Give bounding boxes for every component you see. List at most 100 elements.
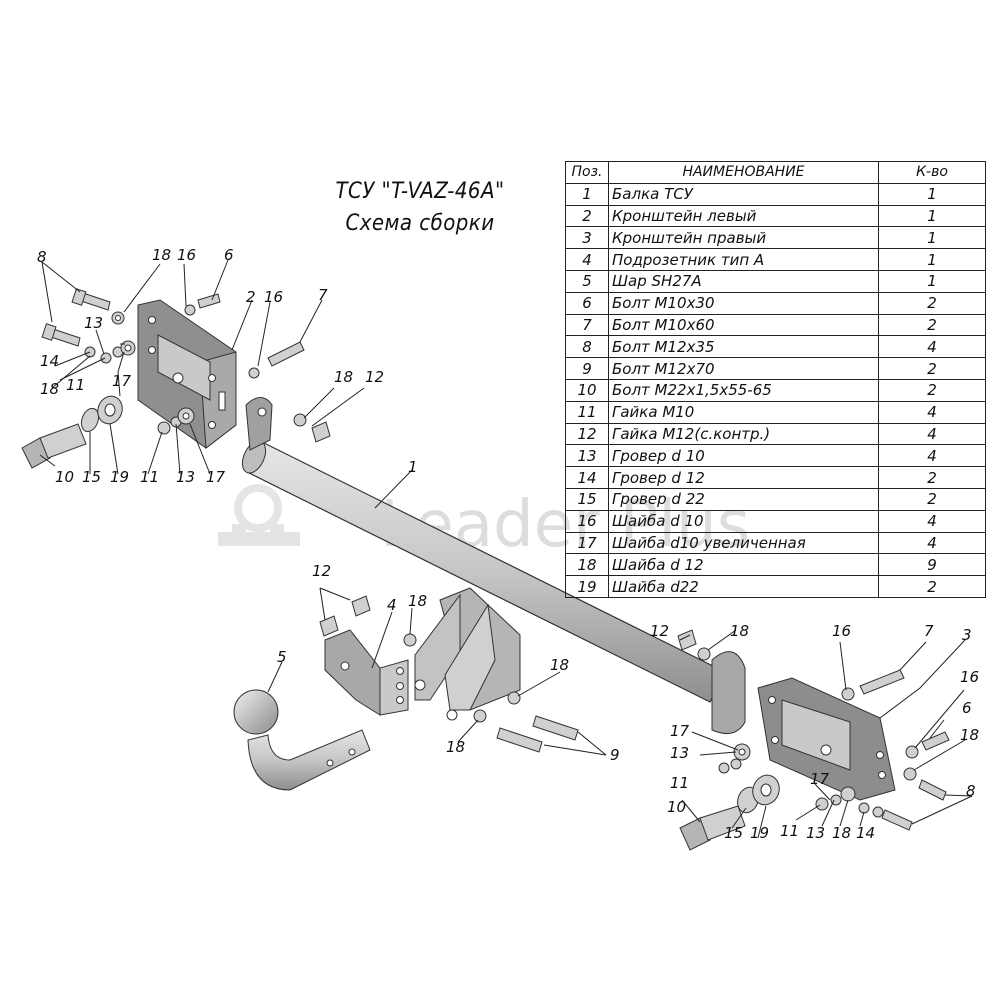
callout-5: 5 xyxy=(277,648,287,666)
callout-12b: 12 xyxy=(365,368,384,386)
row-pos: 8 xyxy=(565,335,609,359)
row-qty: 4 xyxy=(878,509,986,533)
leader-lines xyxy=(39,259,973,839)
callout-18d: 18 xyxy=(408,592,427,610)
row-name: Кронштейн левый xyxy=(608,204,879,228)
callout-18c: 18 xyxy=(334,368,353,386)
callout-7b: 7 xyxy=(924,622,934,640)
callout-8b: 8 xyxy=(966,782,976,800)
row-qty: 1 xyxy=(878,182,986,206)
row-qty: 9 xyxy=(878,553,986,577)
table-header-row: Поз. НАИМЕНОВАНИЕ К-во xyxy=(565,161,986,184)
callout-6: 6 xyxy=(224,246,234,264)
row-name: Гровер d 12 xyxy=(608,466,879,489)
row-qty: 2 xyxy=(878,357,986,380)
row-name: Болт М10х30 xyxy=(608,291,879,315)
callout-14: 14 xyxy=(40,352,59,370)
callout-10b: 10 xyxy=(667,798,686,816)
callout-8: 8 xyxy=(37,248,47,266)
row-name: Кронштейн правый xyxy=(608,226,879,250)
row-pos: 17 xyxy=(565,531,609,555)
callout-9: 9 xyxy=(610,746,620,764)
callout-18f: 18 xyxy=(446,738,465,756)
row-qty: 4 xyxy=(878,400,986,424)
callout-18e: 18 xyxy=(550,656,569,674)
callout-12c: 12 xyxy=(650,622,669,640)
tow-ball-part-5 xyxy=(233,689,371,791)
callout-13b: 13 xyxy=(176,468,195,486)
callout-19: 19 xyxy=(110,468,129,486)
row-pos: 6 xyxy=(565,291,609,315)
row-name: Гровер d 22 xyxy=(608,487,879,511)
header-qty: К-во xyxy=(878,161,986,184)
row-qty: 4 xyxy=(878,531,986,555)
row-pos: 11 xyxy=(565,400,609,424)
row-qty: 2 xyxy=(878,378,986,402)
row-qty: 2 xyxy=(878,487,986,511)
callout-11: 11 xyxy=(140,468,159,486)
callout-16d: 16 xyxy=(960,668,979,686)
callout-labels: 1 2 3 4 5 6 6 7 7 8 8 9 10 10 11 11 11 1… xyxy=(37,246,979,842)
row-name: Подрозетник тип А xyxy=(608,248,879,271)
beam-part-1 xyxy=(241,397,746,735)
row-name: Шайба d10 увеличенная xyxy=(608,531,879,555)
row-pos: 14 xyxy=(565,466,609,489)
diagram-title: ТСУ "T-VAZ-46A" Схема сборки xyxy=(312,176,528,240)
callout-7: 7 xyxy=(318,286,328,304)
callout-14b: 14 xyxy=(856,824,875,842)
row-pos: 5 xyxy=(565,269,609,293)
header-pos: Поз. xyxy=(565,161,609,184)
callout-16c: 16 xyxy=(832,622,851,640)
row-pos: 7 xyxy=(565,313,609,337)
row-name: Гайка М12(с.контр.) xyxy=(608,422,879,446)
left-bracket-part-2 xyxy=(137,299,237,449)
row-name: Болт М12х70 xyxy=(608,357,879,380)
row-qty: 2 xyxy=(878,466,986,489)
callout-1: 1 xyxy=(408,458,418,476)
row-name: Шайба d 12 xyxy=(608,553,879,577)
row-name: Шайба d 10 xyxy=(608,509,879,533)
callout-18i: 18 xyxy=(832,824,851,842)
row-name: Гайка М10 xyxy=(608,400,879,424)
row-qty: 2 xyxy=(878,575,986,598)
callout-3: 3 xyxy=(962,626,972,644)
row-pos: 2 xyxy=(565,204,609,228)
callout-11d: 11 xyxy=(780,822,799,840)
row-pos: 10 xyxy=(565,378,609,402)
callout-18: 18 xyxy=(152,246,171,264)
row-qty: 4 xyxy=(878,444,986,468)
row-qty: 1 xyxy=(878,248,986,271)
header-name: НАИМЕНОВАНИЕ xyxy=(608,161,879,184)
title-line-2: Схема сборки xyxy=(345,211,495,236)
row-pos: 13 xyxy=(565,444,609,468)
row-name: Шайба d22 xyxy=(608,575,879,598)
row-qty: 4 xyxy=(878,335,986,359)
callout-13d: 13 xyxy=(806,824,825,842)
row-qty: 1 xyxy=(878,204,986,228)
callout-4: 4 xyxy=(387,596,397,614)
row-pos: 16 xyxy=(565,509,609,533)
right-bracket-part-3 xyxy=(757,677,896,801)
callout-2: 2 xyxy=(246,288,256,306)
callout-18b: 18 xyxy=(40,380,59,398)
row-name: Болт М12х35 xyxy=(608,335,879,359)
row-name: Болт М22х1,5х55-65 xyxy=(608,378,879,402)
